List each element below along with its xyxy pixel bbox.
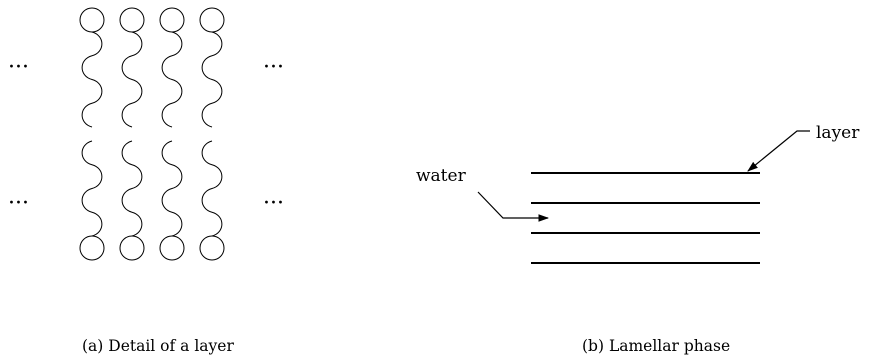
caption-b: (b) Lamellar phase bbox=[582, 337, 730, 355]
headgroup-circle-top-3 bbox=[159, 7, 185, 33]
water-pointer-arrow bbox=[477, 191, 550, 222]
tail-chain-top-1 bbox=[81, 31, 103, 128]
water-label: water bbox=[416, 166, 467, 186]
ellipsis-bottom-right: ··· bbox=[263, 191, 284, 216]
tail-chain-bottom-4 bbox=[201, 140, 223, 237]
layer-label: layer bbox=[816, 123, 860, 143]
headgroup-circle-top-2 bbox=[119, 7, 145, 33]
tail-chain-bottom-3 bbox=[161, 140, 183, 237]
headgroup-circle-bottom-4 bbox=[199, 235, 225, 261]
molecule-group-bottom bbox=[79, 140, 225, 261]
tail-chain-bottom-1 bbox=[81, 140, 103, 237]
tail-chain-top-4 bbox=[201, 31, 223, 128]
caption-a: (a) Detail of a layer bbox=[82, 337, 234, 355]
headgroup-circle-bottom-1 bbox=[79, 235, 105, 261]
molecule-group-top bbox=[79, 7, 225, 128]
headgroup-circle-top-1 bbox=[79, 7, 105, 33]
tail-chain-top-2 bbox=[121, 31, 143, 128]
headgroup-circle-bottom-2 bbox=[119, 235, 145, 261]
panel-b: layer water (b) Lamellar phase bbox=[416, 123, 860, 355]
headgroup-circle-bottom-3 bbox=[159, 235, 185, 261]
panel-a: ··· ··· ··· ··· (a) Detail of a layer bbox=[8, 7, 284, 355]
ellipsis-top-left: ··· bbox=[8, 55, 29, 80]
ellipsis-bottom-left: ··· bbox=[8, 191, 29, 216]
layer-lines bbox=[531, 172, 760, 264]
tail-chain-top-3 bbox=[161, 31, 183, 128]
headgroup-circle-top-4 bbox=[199, 7, 225, 33]
layer-pointer-arrow bbox=[747, 130, 810, 172]
ellipsis-top-right: ··· bbox=[263, 55, 284, 80]
tail-chain-bottom-2 bbox=[121, 140, 143, 237]
